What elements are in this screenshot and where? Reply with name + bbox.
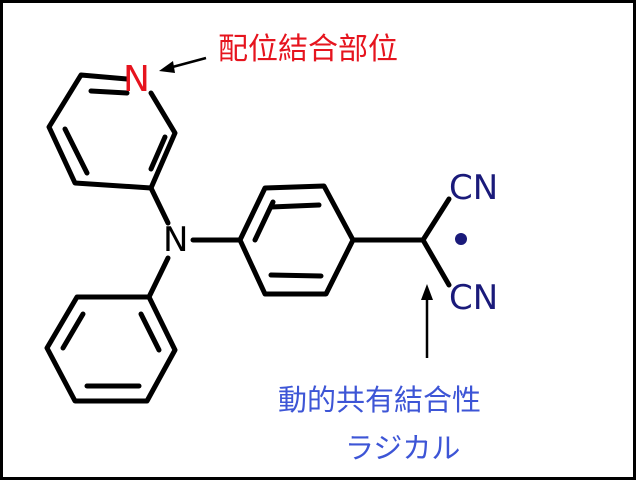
radical-label-line2: ラジカル xyxy=(345,431,460,465)
cyano-group-bottom: CN xyxy=(449,278,498,318)
molecule-structure: N N 配位結合部位 CN CN 動的共有結合性 ラジカル xyxy=(44,32,498,465)
bond-pyridine-amine xyxy=(148,185,171,226)
radical-arrow xyxy=(421,284,433,358)
coordination-site-label: 配位結合部位 xyxy=(218,32,398,67)
coordination-arrow xyxy=(159,56,207,73)
cyano-group-top: CN xyxy=(449,168,498,208)
amine-nitrogen: N xyxy=(163,220,188,260)
diagram-canvas: N N 配位結合部位 CN CN 動的共有結合性 ラジカル xyxy=(3,3,633,477)
pyridine-ring xyxy=(46,72,178,191)
bond-carbon-cyano-top xyxy=(420,196,452,243)
central-benzene-ring xyxy=(237,183,356,297)
pyridine-nitrogen: N xyxy=(123,59,150,100)
bond-amine-phenyl xyxy=(146,255,171,300)
radical-label-line1: 動的共有結合性 xyxy=(278,383,481,417)
phenyl-ring xyxy=(44,294,178,404)
radical-dot xyxy=(455,233,467,245)
bond-carbon-cyano-bottom xyxy=(420,237,452,288)
